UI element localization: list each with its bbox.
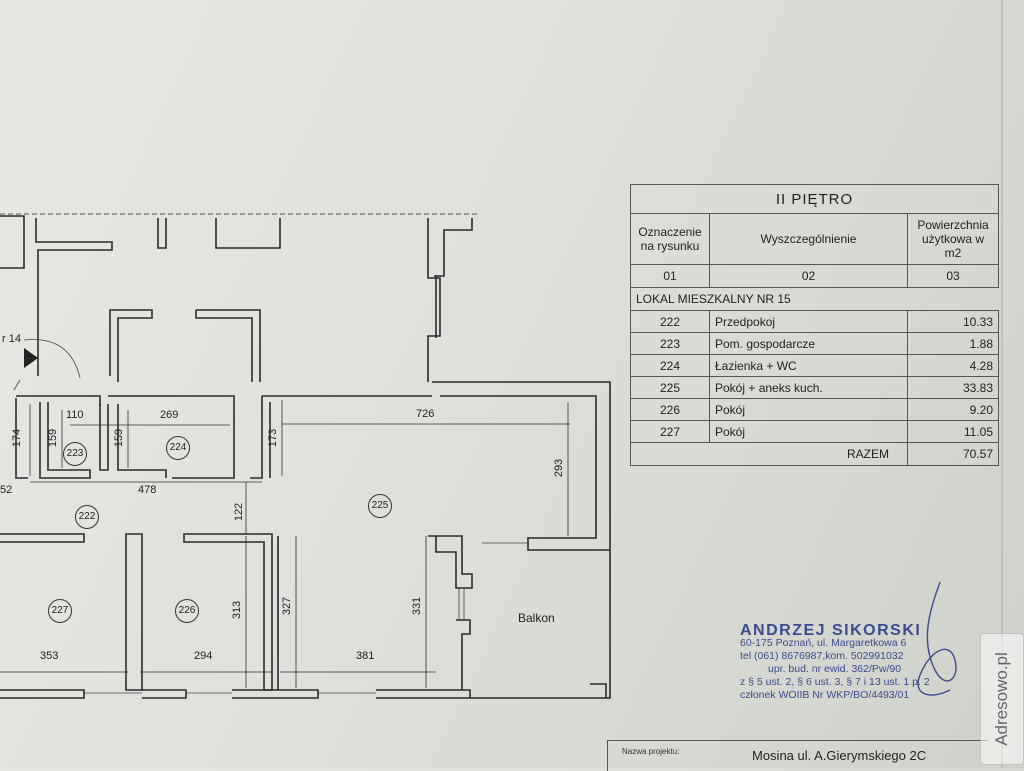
dim-173: 173 <box>267 428 280 448</box>
dim-478: 478 <box>138 484 157 496</box>
dim-331: 331 <box>411 596 424 616</box>
dim-122: 122 <box>233 502 246 522</box>
dim-726: 726 <box>416 408 435 420</box>
column-number: 03 <box>907 264 999 288</box>
header-description: Wyszczególnienie <box>709 213 908 265</box>
table-row: 226 Pokój 9.20 <box>630 398 999 421</box>
room-224: 224 <box>166 436 190 460</box>
dim-174: 174 <box>11 428 24 448</box>
room-id: 223 <box>630 332 710 355</box>
dim-110: 110 <box>66 409 84 421</box>
room-area: 4.28 <box>907 354 999 377</box>
room-id: 227 <box>630 420 710 443</box>
project-label: Nazwa projektu: <box>622 747 680 756</box>
walls <box>0 215 611 699</box>
table-row: 227 Pokój 11.05 <box>630 420 999 443</box>
room-name: Pokój + aneks kuch. <box>709 376 908 399</box>
room-222-number: 222 <box>78 511 96 522</box>
dim-353: 353 <box>40 650 59 662</box>
total-label: RAZEM <box>630 442 908 466</box>
room-226: 226 <box>175 599 199 623</box>
room-226-number: 226 <box>178 605 196 616</box>
section-label: LOKAL MIESZKALNY NR 15 <box>630 287 999 311</box>
room-id: 225 <box>630 376 710 399</box>
architect-stamp: ANDRZEJ SIKORSKI 60-175 Poznań, ul. Marg… <box>740 622 930 702</box>
room-name: Przedpokoj <box>709 310 908 333</box>
door-label: r 14 <box>2 333 21 345</box>
dim-313: 313 <box>231 600 244 620</box>
stamp-name: ANDRZEJ SIKORSKI <box>740 622 922 639</box>
room-area-table: II PIĘTRO Oznaczenie na rysunku Wyszczeg… <box>630 184 999 466</box>
project-value: Mosina ul. A.Gierymskiego 2C <box>752 748 927 763</box>
dim-159b: 159 <box>113 428 126 448</box>
dim-269: 269 <box>160 409 179 421</box>
room-name: Pokój <box>709 398 908 421</box>
dim-327: 327 <box>281 596 294 616</box>
room-area: 11.05 <box>907 420 999 443</box>
room-223: 223 <box>63 442 87 466</box>
room-224-number: 224 <box>169 442 187 453</box>
header-area: Powierzchnia użytkowa w m2 <box>907 213 999 265</box>
watermark-text: Adresowo.pl <box>992 652 1011 746</box>
column-number: 02 <box>709 264 908 288</box>
project-box <box>607 740 988 771</box>
dim-294: 294 <box>194 650 213 662</box>
room-id: 222 <box>630 310 710 333</box>
stamp-line: upr. bud. nr ewid. 362/Pw/90 <box>768 663 902 675</box>
dim-52: 52 <box>0 484 13 496</box>
room-area: 33.83 <box>907 376 999 399</box>
room-222: 222 <box>75 505 99 529</box>
windows <box>84 542 528 694</box>
balcony-label: Balkon <box>518 611 555 625</box>
total-value: 70.57 <box>907 442 999 466</box>
signature <box>917 581 957 696</box>
table-row: 223 Pom. gospodarcze 1.88 <box>630 332 999 355</box>
room-area: 1.88 <box>907 332 999 355</box>
watermark: Adresowo.pl <box>980 633 1024 765</box>
room-225-number: 225 <box>371 500 389 511</box>
room-name: Pokój <box>709 420 908 443</box>
column-number: 01 <box>630 264 710 288</box>
stamp-line: tel (061) 8676987,kom. 502991032 <box>740 650 904 662</box>
dim-159a: 159 <box>47 428 60 448</box>
stamp-line: członek WOIIB Nr WKP/BO/4493/01 <box>740 689 910 701</box>
table-row: 224 Łazienka + WC 4.28 <box>630 354 999 377</box>
room-227-number: 227 <box>51 605 69 616</box>
entrance-door <box>13 339 81 391</box>
table-row: 222 Przedpokoj 10.33 <box>630 310 999 333</box>
table-title: II PIĘTRO <box>630 184 999 214</box>
stamp-line: z § 5 ust. 2, § 6 ust. 3, § 7 i 13 ust. … <box>740 676 930 688</box>
room-227: 227 <box>48 599 72 623</box>
room-223-number: 223 <box>66 448 84 459</box>
room-name: Pom. gospodarcze <box>709 332 908 355</box>
room-name: Łazienka + WC <box>709 354 908 377</box>
stamp-line: 60-175 Poznań, ul. Margaretkowa 6 <box>740 637 907 649</box>
room-225: 225 <box>368 494 392 518</box>
dimension-lines <box>0 400 570 688</box>
room-id: 224 <box>630 354 710 377</box>
dim-381: 381 <box>356 650 375 662</box>
dim-293: 293 <box>553 458 566 478</box>
room-area: 9.20 <box>907 398 999 421</box>
room-area: 10.33 <box>907 310 999 333</box>
header-designation: Oznaczenie na rysunku <box>630 213 710 265</box>
table-row: 225 Pokój + aneks kuch. 33.83 <box>630 376 999 399</box>
room-id: 226 <box>630 398 710 421</box>
